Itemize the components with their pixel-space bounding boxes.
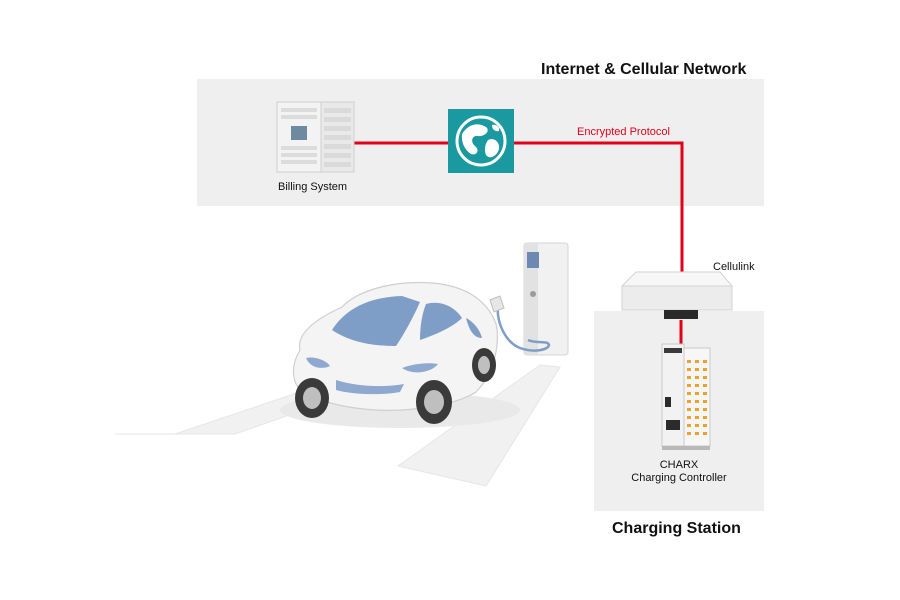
link-globe-cellulink — [514, 141, 684, 272]
server-cabinet-icon — [276, 101, 355, 173]
din-rail-controller-icon — [661, 343, 711, 450]
network-title: Internet & Cellular Network — [541, 61, 747, 78]
electric-car-icon — [280, 281, 520, 428]
encrypted-protocol-label: Encrypted Protocol — [577, 126, 670, 138]
cellulink-label: Cellulink — [713, 261, 755, 273]
station-title: Charging Station — [612, 520, 741, 537]
router-box-icon — [620, 271, 734, 319]
controller-label-line1: CHARX — [659, 459, 699, 471]
connection-lines — [352, 141, 684, 344]
globe-icon — [448, 109, 514, 173]
billing-system-label: Billing System — [278, 181, 348, 193]
charging-post-icon — [489, 242, 569, 356]
controller-label-line2: Charging Controller — [631, 472, 727, 484]
